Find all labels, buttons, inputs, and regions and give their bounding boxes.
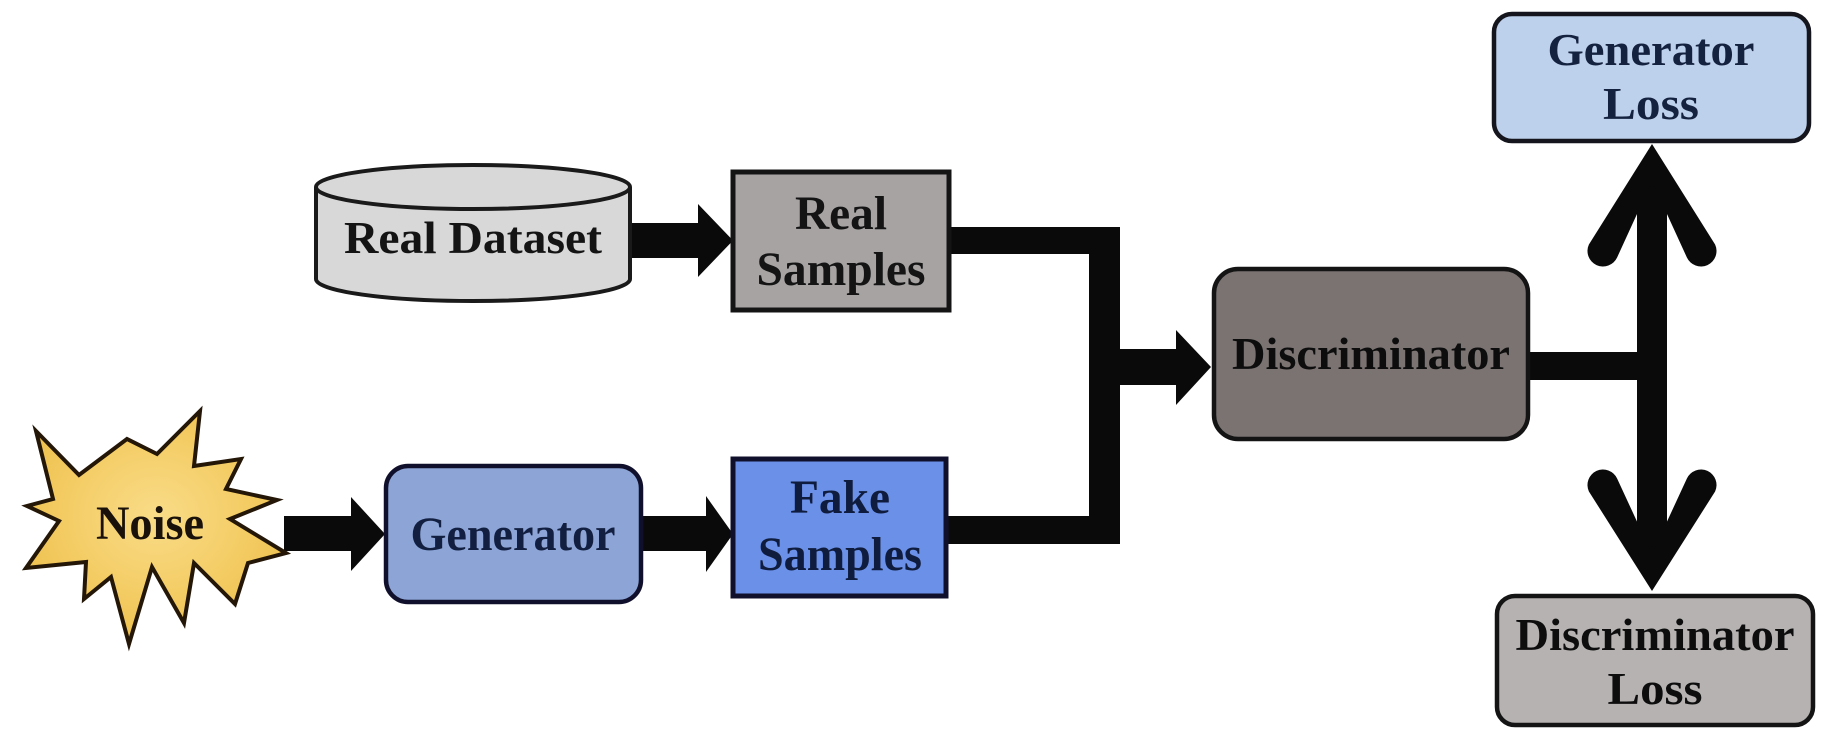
svg-text:Noise: Noise	[96, 497, 204, 550]
svg-text:Generator: Generator	[1548, 24, 1755, 75]
svg-text:Real Dataset: Real Dataset	[344, 212, 603, 263]
svg-text:Fake: Fake	[790, 471, 890, 524]
svg-text:Samples: Samples	[758, 528, 922, 581]
svg-text:Loss: Loss	[1608, 663, 1703, 714]
svg-text:Generator: Generator	[411, 508, 616, 561]
svg-text:Real: Real	[795, 187, 887, 240]
svg-text:Loss: Loss	[1603, 78, 1699, 129]
svg-text:Discriminator: Discriminator	[1516, 609, 1795, 660]
svg-text:Samples: Samples	[757, 243, 926, 296]
svg-text:Discriminator: Discriminator	[1232, 328, 1510, 379]
